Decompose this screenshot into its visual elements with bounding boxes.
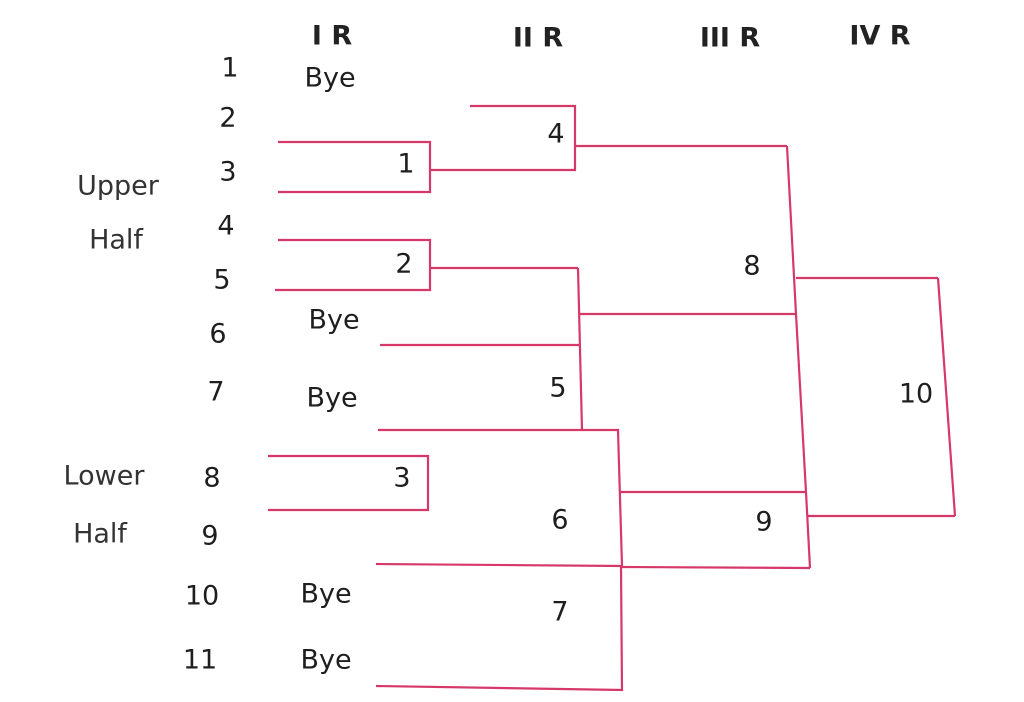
bracket-line-match-5 — [378, 267, 584, 432]
bracket-line-match-1 — [278, 140, 432, 194]
seed-number: 9 — [201, 520, 219, 552]
seed-number: 10 — [184, 580, 220, 612]
bracket-line-match-9 — [804, 491, 812, 569]
upper-half-label-1: Upper — [77, 170, 159, 202]
lower-half-label-1: Lower — [63, 460, 145, 492]
round-header-4: IV R — [849, 20, 911, 52]
match-number: 3 — [393, 462, 411, 494]
match-number: 1 — [397, 148, 415, 180]
match-number: 2 — [395, 248, 413, 280]
bracket-line-match-6 — [375, 428, 624, 568]
seed-number: 5 — [213, 264, 231, 296]
bracket-line-match-3 — [268, 454, 430, 512]
bye-label: Bye — [300, 578, 352, 610]
seed-number: 8 — [203, 462, 221, 494]
match-number: 6 — [551, 504, 569, 536]
bye-label: Bye — [300, 644, 352, 676]
match-number: 4 — [547, 118, 565, 150]
round-header-1: I R — [311, 20, 353, 52]
bye-label: Bye — [306, 382, 358, 414]
seed-number: 2 — [219, 102, 237, 134]
match-number: 7 — [551, 596, 569, 628]
bracket-line-match-10 — [936, 277, 957, 517]
seed-number: 7 — [207, 376, 225, 408]
bracket-line-match-2 — [275, 238, 432, 292]
match-number: 10 — [898, 378, 934, 410]
round-header-3: III R — [699, 22, 761, 54]
bye-label: Bye — [304, 62, 356, 94]
seed-number: 1 — [221, 52, 239, 84]
lower-half-label-2: Half — [73, 518, 127, 550]
match-number: 5 — [549, 372, 567, 404]
upper-half-label-2: Half — [89, 224, 143, 256]
bracket-line-match-4 — [470, 104, 577, 170]
bye-label: Bye — [308, 304, 360, 336]
seed-number: 4 — [217, 210, 235, 242]
bracket-line-match-7-out — [620, 565, 811, 570]
round-header-2: II R — [512, 22, 564, 54]
match-number: 8 — [743, 250, 761, 282]
seed-number: 6 — [209, 318, 227, 350]
bracket-line-match-8 — [785, 145, 798, 315]
match-number: 9 — [755, 506, 773, 538]
bracket-line-match-7 — [375, 565, 624, 692]
seed-number: 11 — [182, 644, 218, 676]
bracket-line-feed-9 — [794, 313, 808, 493]
seed-number: 3 — [219, 156, 237, 188]
